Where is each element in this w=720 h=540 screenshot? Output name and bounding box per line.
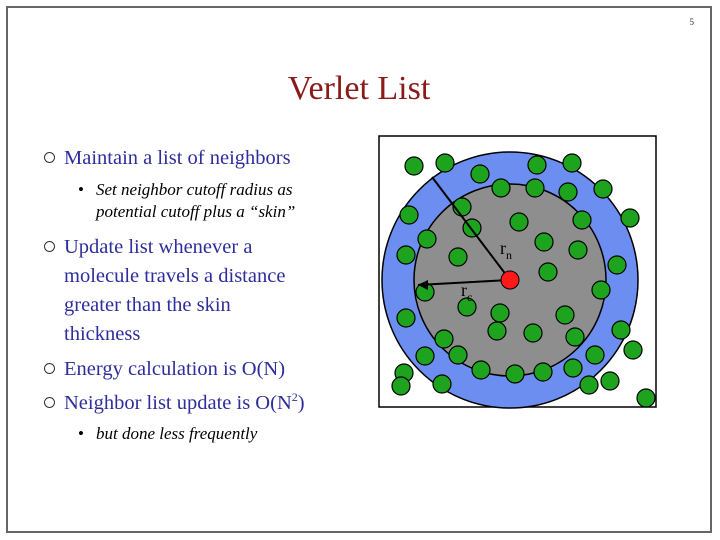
molecule bbox=[563, 358, 583, 378]
molecule bbox=[417, 229, 437, 249]
sub-bullet-dot-icon: • bbox=[78, 424, 84, 443]
neighbor-radius-line bbox=[431, 176, 511, 281]
molecule bbox=[399, 205, 419, 225]
molecule bbox=[525, 178, 545, 198]
sub-bullet-line: Set neighbor cutoff radius as bbox=[96, 180, 293, 199]
rn-label: rn bbox=[500, 238, 512, 262]
molecule bbox=[607, 255, 627, 275]
molecule bbox=[391, 376, 411, 396]
molecule bbox=[591, 280, 611, 300]
bullet-line: Update list whenever a bbox=[64, 236, 253, 258]
molecule bbox=[572, 210, 592, 230]
molecule bbox=[505, 364, 525, 384]
molecule bbox=[555, 305, 575, 325]
bullet-line: molecule travels a distance bbox=[64, 265, 286, 287]
molecule bbox=[600, 371, 620, 391]
molecule bbox=[534, 232, 554, 252]
bullet-text: Energy calculation is O(N) bbox=[64, 358, 286, 380]
sub-bullet-dot-icon: • bbox=[78, 180, 84, 199]
bullet-text: Neighbor list update is O(N bbox=[64, 392, 292, 414]
cutoff-arrowhead-icon bbox=[418, 280, 428, 290]
molecule bbox=[490, 303, 510, 323]
page-number: 5 bbox=[689, 17, 695, 27]
molecule bbox=[565, 327, 585, 347]
molecule bbox=[636, 388, 656, 408]
sub-bullet-cutoff: • Set neighbor cutoff radius as potentia… bbox=[78, 179, 296, 223]
bullet-circle-icon bbox=[44, 241, 55, 252]
molecule bbox=[620, 208, 640, 228]
molecule bbox=[509, 212, 529, 232]
molecule bbox=[562, 153, 582, 173]
bullet-neighbor-update: Neighbor list update is O(N2) bbox=[44, 389, 305, 418]
sub-bullet-less-frequent: • but done less frequently bbox=[78, 423, 258, 445]
bullet-energy: Energy calculation is O(N) bbox=[44, 355, 286, 384]
molecule bbox=[448, 247, 468, 267]
molecule bbox=[491, 178, 511, 198]
bullet-update-list: Update list whenever a molecule travels … bbox=[44, 233, 286, 349]
molecule bbox=[523, 323, 543, 343]
molecule bbox=[593, 179, 613, 199]
molecule bbox=[579, 375, 599, 395]
molecule bbox=[471, 360, 491, 380]
molecule bbox=[457, 297, 477, 317]
bullet-circle-icon bbox=[44, 363, 55, 374]
molecule bbox=[527, 155, 547, 175]
cutoff-radius-line bbox=[417, 279, 511, 286]
sub-bullet-text: but done less frequently bbox=[96, 424, 258, 443]
molecule bbox=[396, 308, 416, 328]
molecule bbox=[487, 321, 507, 341]
molecule bbox=[558, 182, 578, 202]
molecule bbox=[434, 329, 454, 349]
bullet-line: thickness bbox=[64, 323, 141, 345]
superscript: 2 bbox=[291, 390, 298, 405]
molecule bbox=[404, 156, 424, 176]
bullet-line: greater than the skin bbox=[64, 294, 231, 316]
bullet-text: Maintain a list of neighbors bbox=[64, 147, 291, 169]
bullet-circle-icon bbox=[44, 397, 55, 408]
slide-title: Verlet List bbox=[287, 70, 431, 107]
molecules bbox=[391, 153, 656, 408]
molecule bbox=[396, 245, 416, 265]
molecule bbox=[435, 153, 455, 173]
bullet-maintain-list: Maintain a list of neighbors bbox=[44, 144, 291, 173]
molecule bbox=[568, 240, 588, 260]
central-molecule bbox=[500, 270, 520, 290]
molecule bbox=[415, 346, 435, 366]
molecule bbox=[533, 362, 553, 382]
bullet-text-suffix: ) bbox=[297, 392, 305, 414]
molecule bbox=[538, 262, 558, 282]
molecule bbox=[611, 320, 631, 340]
molecule bbox=[585, 345, 605, 365]
molecule bbox=[432, 374, 452, 394]
molecule bbox=[470, 164, 490, 184]
bullet-circle-icon bbox=[44, 152, 55, 163]
rc-label: rc bbox=[461, 280, 472, 304]
sub-bullet-line: potential cutoff plus a “skin” bbox=[96, 202, 296, 221]
molecule bbox=[623, 340, 643, 360]
molecule bbox=[448, 345, 468, 365]
